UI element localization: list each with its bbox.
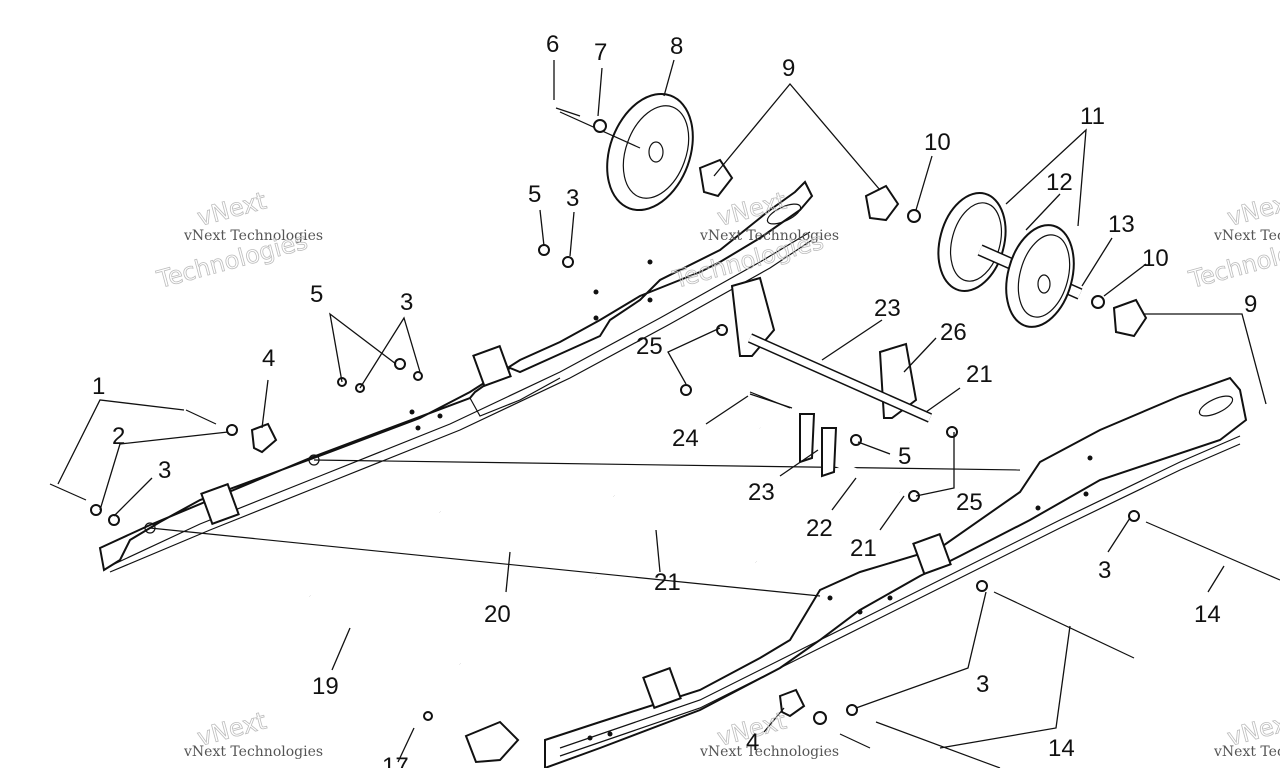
callout-20: 20 xyxy=(484,601,511,628)
watermark-bottom-center: vNext vNext Technologies xyxy=(699,706,839,760)
center-bracket-assembly xyxy=(730,276,933,478)
callout-3: 3 xyxy=(400,289,413,316)
callout-1: 1 xyxy=(92,373,105,400)
callout-11: 11 xyxy=(1080,103,1105,130)
callout-5: 5 xyxy=(898,443,911,470)
svg-text:vNext Technologies: vNext Technologies xyxy=(699,744,839,760)
left-rail xyxy=(98,180,814,573)
callout-labels: 1 2 3 4 5 3 5 3 6 7 8 9 10 11 12 13 10 9… xyxy=(92,31,1257,768)
svg-text:vNext Technologies: vNext Technologies xyxy=(1213,744,1280,760)
callout-25: 25 xyxy=(636,333,663,360)
idler-wheel-top xyxy=(559,92,694,212)
svg-text:vNext Technologies: vNext Technologies xyxy=(183,744,323,760)
callout-9: 9 xyxy=(782,55,795,82)
callout-5: 5 xyxy=(310,281,323,308)
watermark-bottom-left: vNext vNext Technologies xyxy=(183,706,323,760)
callout-4: 4 xyxy=(262,345,275,372)
callout-19: 19 xyxy=(312,673,339,700)
callout-3: 3 xyxy=(1098,557,1111,584)
callout-10: 10 xyxy=(1142,245,1169,272)
watermark-bottom-right: vNext vNext Technologies xyxy=(1213,706,1280,760)
callout-23: 23 xyxy=(748,479,775,506)
watermark-top-right: vNext vNext Technologies Technologies xyxy=(1185,186,1280,294)
callout-9: 9 xyxy=(1244,291,1257,318)
callout-26: 26 xyxy=(940,319,967,346)
leader-lines xyxy=(57,59,1267,763)
right-rail xyxy=(544,203,1248,768)
watermark-top-left: vNext vNext Technologies Technologies xyxy=(153,186,323,294)
svg-text:vNext Technologies: vNext Technologies xyxy=(699,228,839,244)
callout-14: 14 xyxy=(1048,735,1075,762)
callout-5: 5 xyxy=(528,181,541,208)
callout-23: 23 xyxy=(874,295,901,322)
callout-3: 3 xyxy=(158,457,171,484)
svg-text:vNext: vNext xyxy=(194,187,269,232)
callout-2: 2 xyxy=(112,423,125,450)
callout-7: 7 xyxy=(594,39,607,66)
callout-12: 12 xyxy=(1046,169,1073,196)
callout-13: 13 xyxy=(1108,211,1135,238)
callout-25: 25 xyxy=(956,489,983,516)
svg-text:vNext Technologies: vNext Technologies xyxy=(183,228,323,244)
idler-wheel-pair xyxy=(937,191,1083,328)
svg-text:vNext: vNext xyxy=(1224,187,1280,232)
callout-3: 3 xyxy=(976,671,989,698)
callout-21: 21 xyxy=(850,535,877,562)
callout-8: 8 xyxy=(670,33,683,60)
callout-24: 24 xyxy=(672,425,699,452)
callout-17: 17 xyxy=(382,753,409,768)
svg-text:vNext Technologies: vNext Technologies xyxy=(1213,228,1280,244)
hardware xyxy=(49,107,1280,768)
callout-6: 6 xyxy=(546,31,559,58)
callout-21: 21 xyxy=(966,361,993,388)
callout-21: 21 xyxy=(654,569,681,596)
callout-14: 14 xyxy=(1194,601,1221,628)
callout-22: 22 xyxy=(806,515,833,542)
callout-4: 4 xyxy=(746,729,759,756)
callout-3: 3 xyxy=(566,185,579,212)
callout-10: 10 xyxy=(924,129,951,156)
cross-shafts xyxy=(149,424,1021,669)
watermark-top-center: vNext vNext Technologies Technologies xyxy=(669,186,839,294)
